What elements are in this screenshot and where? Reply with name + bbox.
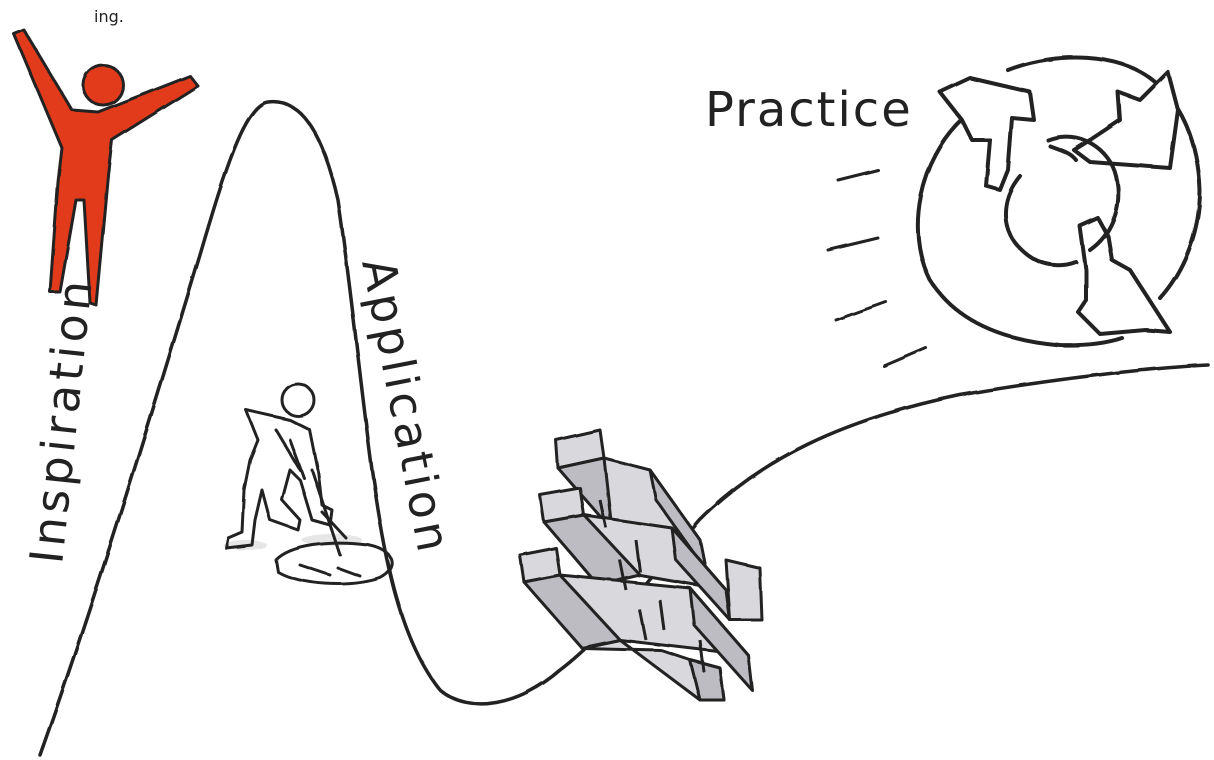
cheering-person-icon — [14, 30, 198, 305]
journey-curve — [40, 102, 1208, 755]
brick-wall-icon — [520, 430, 762, 700]
recycle-arrows-icon — [918, 58, 1200, 346]
inspiration-label: Inspiration — [19, 274, 103, 566]
top-fragment-text: ing. — [94, 7, 124, 26]
speed-lines — [828, 170, 926, 366]
application-label: Application — [351, 254, 461, 560]
practice-label: Practice — [705, 82, 913, 138]
person-digging-icon — [223, 384, 392, 584]
